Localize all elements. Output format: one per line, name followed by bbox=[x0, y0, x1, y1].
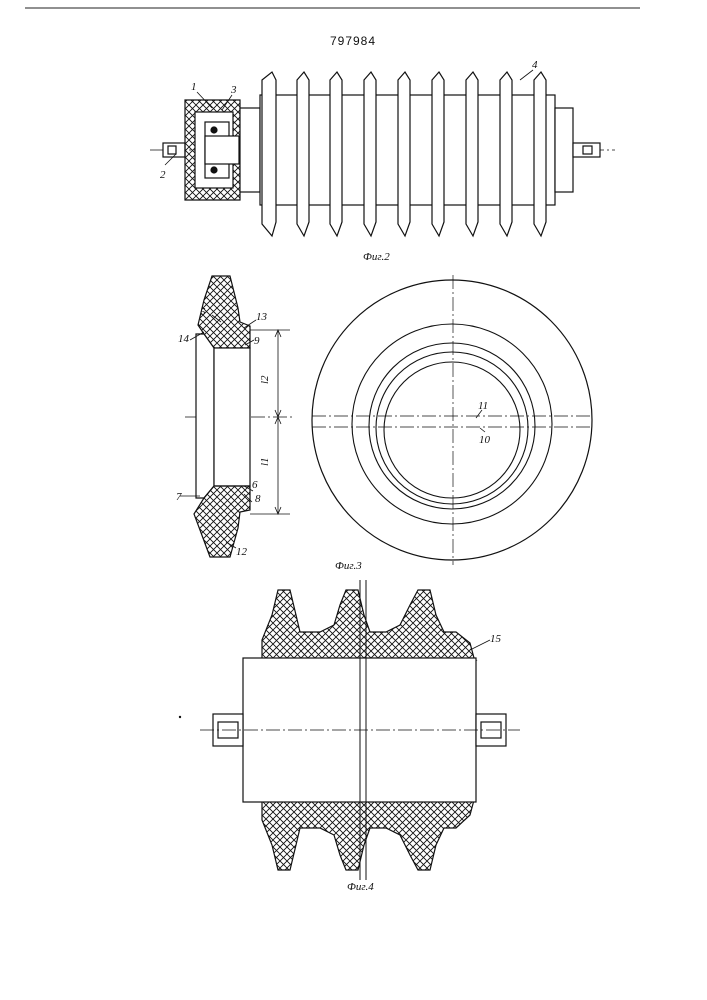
fig3-label-8: 8 bbox=[255, 493, 261, 505]
fig3-bore bbox=[214, 348, 250, 486]
fig3-label-10: 10 bbox=[479, 434, 491, 446]
fig3-dim-l1: l1 bbox=[259, 457, 271, 466]
fig3-label-6: 6 bbox=[252, 479, 258, 491]
patent-number: 797984 bbox=[330, 34, 376, 48]
stray-mark bbox=[179, 716, 181, 718]
fig3-inner-face bbox=[196, 334, 214, 498]
fig3-caption: Фиг.3 bbox=[335, 560, 362, 572]
fig2-bearing-ball-top bbox=[211, 127, 217, 133]
fig3-label-14: 14 bbox=[178, 333, 190, 345]
fig2-bearing-housing bbox=[185, 100, 240, 200]
fig3-label-13: 13 bbox=[256, 311, 268, 323]
fig2-right-shaft bbox=[573, 143, 600, 157]
fig3-dim-l2: l2 bbox=[259, 375, 271, 384]
fig2-label-3: 3 bbox=[230, 84, 237, 96]
fig3-middle-circle bbox=[352, 324, 552, 524]
fig2-caption: Фиг.2 bbox=[363, 251, 390, 263]
fig3-label-7: 7 bbox=[176, 491, 182, 503]
fig3-label-12: 12 bbox=[236, 546, 248, 558]
figure-3-section bbox=[180, 276, 295, 557]
fig3-label-11: 11 bbox=[478, 400, 488, 412]
fig3-outer-circle bbox=[312, 280, 592, 560]
fig2-label-1: 1 bbox=[191, 81, 197, 93]
fig4-bottom-teeth bbox=[262, 800, 474, 870]
figure-4 bbox=[200, 580, 520, 880]
fig4-label-15: 15 bbox=[490, 633, 502, 645]
fig4-caption: Фиг.4 bbox=[347, 881, 374, 893]
fig3-label-5: 5 bbox=[200, 306, 206, 318]
fig2-label-2: 2 bbox=[160, 169, 166, 181]
fig2-left-shaft bbox=[163, 143, 185, 157]
fig3-ring-outer bbox=[369, 343, 535, 509]
fig4-top-teeth bbox=[262, 590, 476, 660]
figure-3-front-view bbox=[312, 275, 592, 565]
fig2-hub bbox=[240, 108, 260, 192]
fig2-bearing-ball-bottom bbox=[211, 167, 217, 173]
fig2-label-4: 4 bbox=[532, 59, 538, 71]
fig3-label-9: 9 bbox=[254, 335, 260, 347]
fig3-bore-circle bbox=[384, 362, 520, 498]
fig3-ring-middle bbox=[376, 352, 528, 504]
figure-2 bbox=[150, 70, 615, 236]
